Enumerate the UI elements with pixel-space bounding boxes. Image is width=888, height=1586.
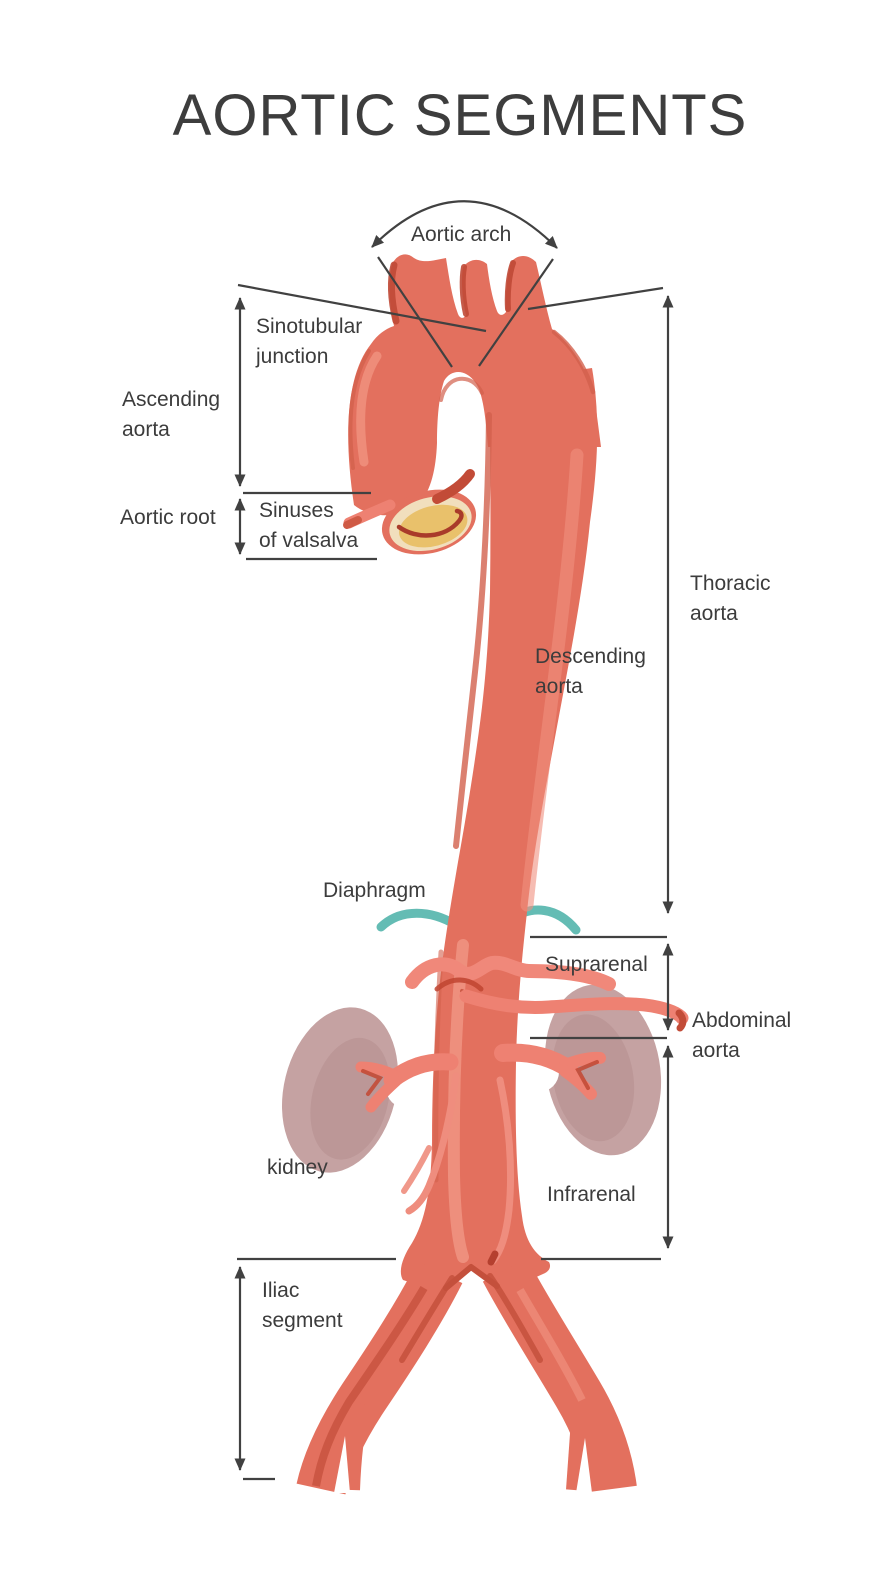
label-sinuses-of-valsalva: Sinuses of valsalva — [259, 499, 359, 552]
label-aortic-root: Aortic root — [120, 506, 216, 529]
annotation-lines — [234, 200, 674, 1481]
right-coronary-graphic — [432, 469, 475, 504]
label-suprarenal: Suprarenal — [545, 953, 648, 976]
arch-boundary-line-right — [478, 258, 554, 367]
thoracic-pointer-line — [527, 286, 664, 311]
label-infrarenal: Infrarenal — [547, 1183, 636, 1206]
label-thoracic-aorta: Thoracic aorta — [690, 572, 771, 625]
arch-boundary-line-left — [377, 256, 453, 368]
label-ascending-aorta: Ascending aorta — [122, 388, 221, 441]
label-descending-aorta: Descending aorta — [535, 645, 646, 698]
label-aortic-arch: Aortic arch — [411, 223, 512, 246]
aortic-valve-graphic — [343, 469, 477, 555]
aorta-trunk-graphic — [348, 254, 601, 1293]
label-abdominal-aorta: Abdominal aorta — [692, 1009, 792, 1062]
label-kidney: kidney — [267, 1156, 328, 1179]
label-sinotubular-junction: Sinotubular junction — [256, 315, 363, 368]
page-title: AORTIC SEGMENTS — [172, 83, 748, 148]
left-gonadal-artery-graphic — [405, 1072, 460, 1215]
label-diaphragm: Diaphragm — [323, 879, 426, 902]
aortic-arch-span-arrow — [371, 200, 558, 249]
sinotubular-pointer-line — [237, 283, 487, 333]
iliac-arteries-graphic — [296, 1258, 637, 1495]
celiac-trunk-graphic — [405, 955, 616, 991]
label-iliac-segment: Iliac segment — [262, 1279, 343, 1332]
inferior-mesenteric-graphic — [489, 1076, 515, 1265]
